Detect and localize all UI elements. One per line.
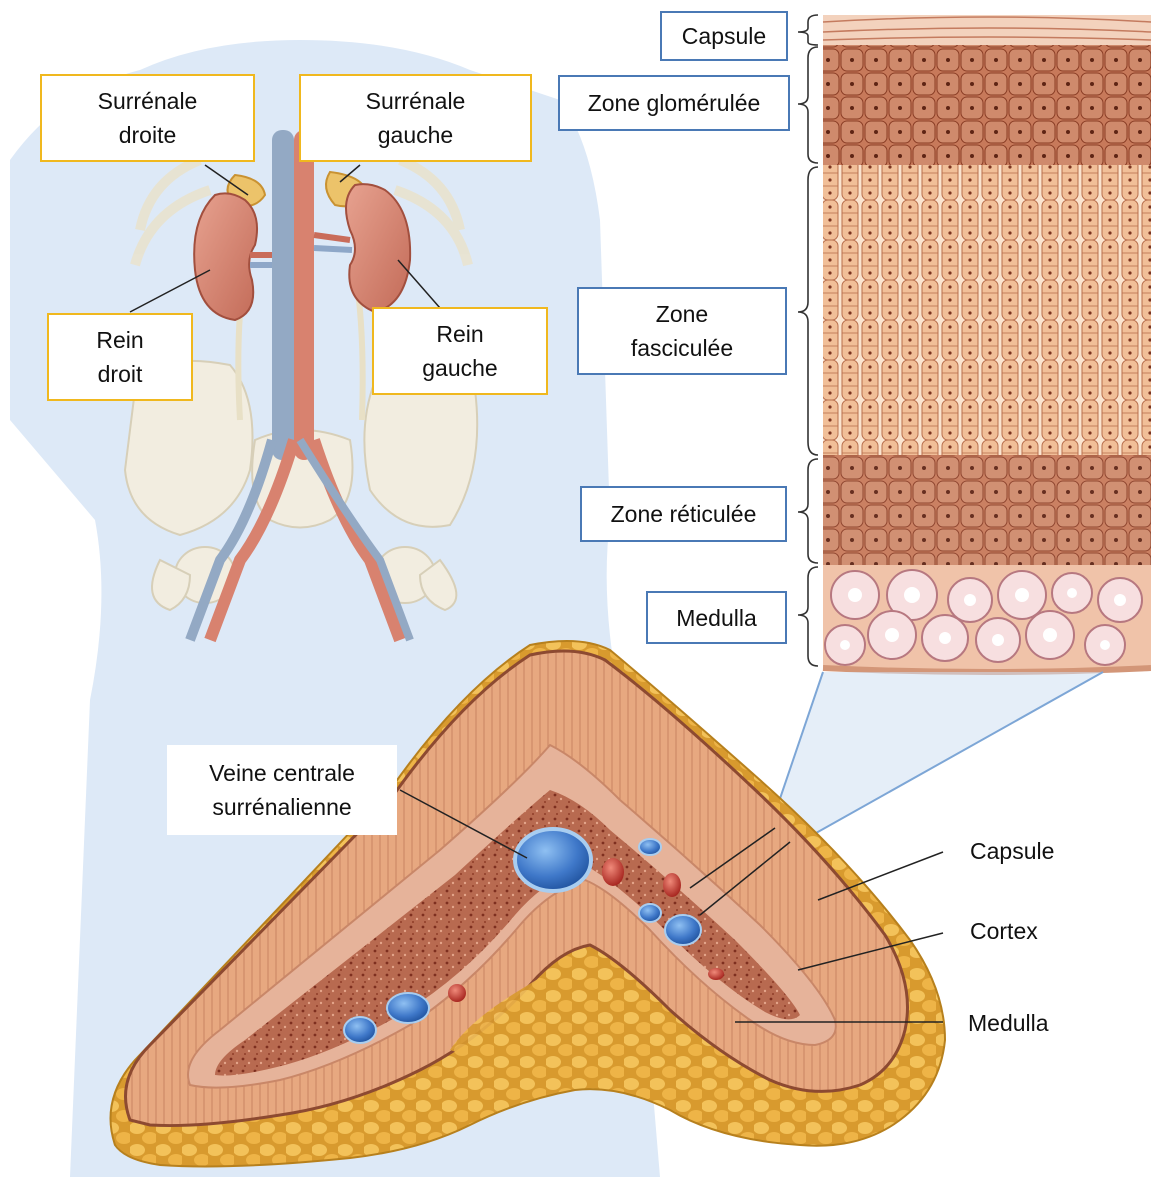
zona-reticularis-label: Zone réticulée <box>580 486 787 542</box>
left-kidney-text: Rein gauche <box>422 317 497 385</box>
left-adrenal-label: Surrénale gauche <box>299 74 532 162</box>
right-kidney-label: Rein droit <box>47 313 193 401</box>
medulla-bottom-label: Medulla <box>968 1005 1098 1041</box>
zona-glomerulosa-text: Zone glomérulée <box>588 86 761 120</box>
medulla-top-text: Medulla <box>676 601 757 635</box>
central-vein-text: Veine centrale surrénalienne <box>209 756 355 824</box>
right-adrenal-label: Surrénale droite <box>40 74 255 162</box>
medulla-bottom-text: Medulla <box>968 1006 1049 1040</box>
capsule-bottom-label: Capsule <box>970 833 1100 869</box>
medulla-top-label: Medulla <box>646 591 787 644</box>
capsule-top-text: Capsule <box>682 19 766 53</box>
zoom-cone <box>770 672 1103 842</box>
histology-column <box>823 15 1151 672</box>
zona-fasciculata-text: Zone fasciculée <box>631 297 733 365</box>
zona-glomerulosa-label: Zone glomérulée <box>558 75 790 131</box>
right-adrenal-text: Surrénale droite <box>98 84 198 152</box>
central-vein-label: Veine centrale surrénalienne <box>167 745 397 835</box>
left-adrenal-text: Surrénale gauche <box>366 84 466 152</box>
zona-fasciculata-label: Zone fasciculée <box>577 287 787 375</box>
zona-reticularis-text: Zone réticulée <box>611 497 757 531</box>
capsule-top-label: Capsule <box>660 11 788 61</box>
capsule-bottom-text: Capsule <box>970 834 1054 868</box>
right-kidney-text: Rein droit <box>96 323 143 391</box>
cortex-label: Cortex <box>970 913 1100 949</box>
cortex-text: Cortex <box>970 914 1038 948</box>
left-kidney-label: Rein gauche <box>372 307 548 395</box>
zone-brackets <box>798 15 818 666</box>
